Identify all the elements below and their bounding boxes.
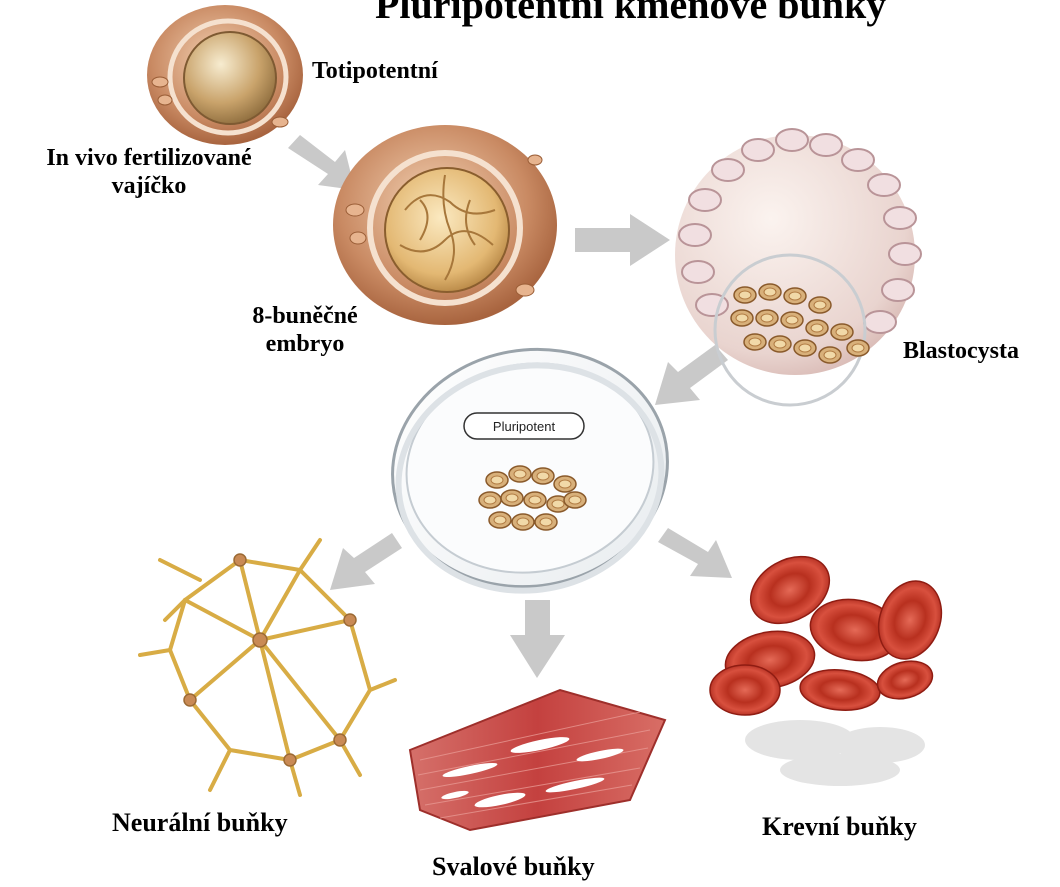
muscle-cells-illustration: [410, 690, 665, 830]
label-fertilized-egg-line2: vajíčko: [8, 173, 290, 201]
label-fertilized-egg-line1: In vivo fertilizované: [8, 145, 290, 173]
diagram-title: Pluripotentní kmenové buňky: [375, 0, 886, 28]
label-blood-cells: Krevní buňky: [762, 812, 917, 842]
arrow-embryo-to-blastocyst: [575, 214, 670, 266]
arrow-dish-to-muscle: [510, 600, 565, 678]
label-eight-cell-embryo: 8-buněčné embryo: [230, 303, 380, 358]
label-totipotent: Totipotentní: [312, 58, 438, 86]
arrow-dish-to-blood: [658, 528, 732, 578]
label-embryo-line2: embryo: [230, 331, 380, 359]
arrow-dish-to-neural: [330, 533, 402, 590]
arrow-blastocyst-to-dish: [655, 345, 728, 405]
label-neural-cells: Neurální buňky: [112, 808, 288, 838]
label-muscle-cells: Svalové buňky: [432, 852, 595, 882]
blood-cells-illustration: [710, 543, 952, 786]
pluripotent-label: Pluripotent: [493, 419, 556, 434]
eight-cell-embryo-illustration: [333, 125, 557, 325]
fertilized-egg-illustration: [147, 5, 303, 145]
petri-dish-illustration: Pluripotent: [374, 328, 687, 611]
label-fertilized-egg: In vivo fertilizované vajíčko: [8, 145, 290, 200]
label-embryo-line1: 8-buněčné: [230, 303, 380, 331]
label-blastocyst: Blastocysta: [903, 338, 1019, 366]
